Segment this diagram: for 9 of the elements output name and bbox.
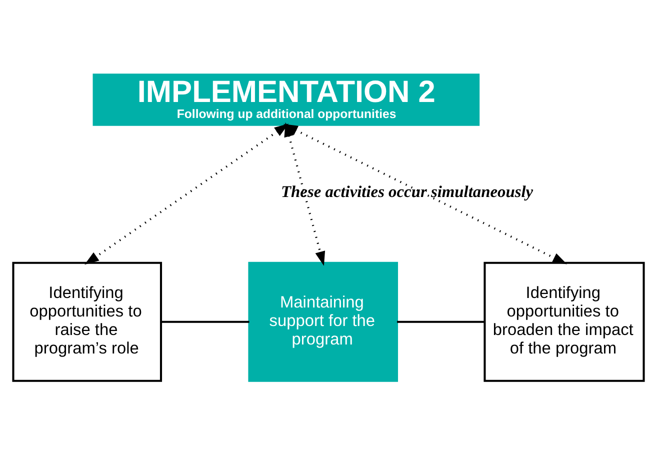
arrow xyxy=(282,124,567,264)
connector xyxy=(396,320,484,322)
edge-label: These activities occur simultaneously xyxy=(280,182,533,201)
connector xyxy=(160,320,249,322)
node-box: IMPLEMENTATION 2 Following up additional opportunities xyxy=(92,73,480,126)
node-box: Identifying opportunities to broaden the impact of the program xyxy=(483,261,644,382)
arrow xyxy=(84,123,288,264)
node-box: Maintaining support for the program xyxy=(248,261,398,382)
node-box: Identifying opportunities to raise the program’s role xyxy=(12,261,162,382)
